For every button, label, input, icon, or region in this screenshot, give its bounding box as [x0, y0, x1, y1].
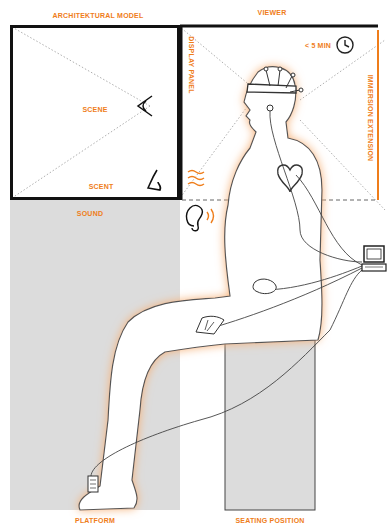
- illustration-part: [205, 268, 362, 330]
- eye-icon: [138, 96, 152, 116]
- illustration-part: [364, 246, 384, 262]
- illustration-part: [188, 177, 204, 180]
- illustration-part: [12, 27, 150, 106]
- hand-meter: [196, 316, 224, 334]
- illustration-part: [337, 37, 353, 53]
- viewer-frame-top: [180, 25, 378, 28]
- immersion-line: [377, 30, 379, 200]
- sound-waves: [207, 209, 214, 223]
- illustration-part: [365, 267, 383, 268]
- illustration-part: [278, 67, 282, 71]
- display-panel-label: DISPLAY PANEL: [188, 36, 195, 93]
- platform-label: PLATFORM: [75, 517, 115, 524]
- illustration-part: [211, 209, 214, 223]
- illustration-part: [188, 183, 204, 186]
- illustration-part: [362, 264, 386, 271]
- illustration-part: [367, 249, 381, 259]
- duration-label: < 5 MIN: [305, 42, 331, 49]
- illustration-part: [266, 70, 270, 86]
- immersion-label: IMMERSION EXTENSION: [367, 75, 374, 162]
- illustration-part: [143, 101, 146, 111]
- wires: [91, 111, 362, 486]
- sight-lines: [12, 27, 385, 210]
- illustration-part: [262, 266, 362, 290]
- illustration-part: [91, 270, 362, 486]
- illustration-part: [296, 175, 362, 265]
- illustration-part: [278, 70, 280, 86]
- computer-icon: [362, 246, 386, 271]
- illustration-part: [291, 73, 295, 77]
- scent-label: SCENT: [89, 183, 114, 190]
- illustration-part: [290, 90, 300, 92]
- foot-sensor: [88, 476, 98, 492]
- clock-icon: [337, 37, 353, 53]
- ear-icon: [187, 206, 203, 231]
- stomach-icon: [253, 279, 276, 294]
- scene-label: SCENE: [82, 106, 107, 113]
- platform-area: SOUNDPLATFORM: [10, 200, 180, 510]
- illustration-part: [205, 320, 208, 330]
- illustration-part: [196, 316, 224, 334]
- headband: [247, 84, 296, 93]
- seating-block: SEATING POSITION: [225, 340, 315, 510]
- illustration-part: [90, 484, 96, 485]
- illustration-part: [138, 96, 152, 116]
- illustration-part: [88, 476, 98, 492]
- model-heading: ARCHITEKTURAL MODEL: [53, 12, 144, 19]
- seating-label: SEATING POSITION: [235, 517, 304, 524]
- viewer-label: VIEWER: [258, 9, 287, 16]
- illustration-part: [299, 88, 303, 92]
- head-sensors: [264, 67, 303, 111]
- illustration-part: [286, 76, 292, 88]
- illustration-part: [12, 106, 150, 198]
- illustration-part: [207, 212, 209, 220]
- illustration-part: [267, 105, 273, 111]
- seat-block: [225, 340, 315, 510]
- illustration-part: [264, 67, 268, 71]
- architectural-model-box: ARCHITEKTURAL MODELSCENESCENT: [10, 25, 180, 200]
- illustration-part: [207, 322, 214, 331]
- illustration-part: [188, 171, 204, 174]
- sound-label: SOUND: [77, 210, 103, 217]
- heart-icon: [278, 165, 303, 192]
- illustration-part: [90, 480, 96, 481]
- illustration-part: [345, 40, 349, 47]
- illustration-part: [90, 488, 96, 489]
- scent-waves: [188, 171, 204, 186]
- illustration-part: [270, 111, 362, 262]
- nose-icon: [148, 170, 161, 190]
